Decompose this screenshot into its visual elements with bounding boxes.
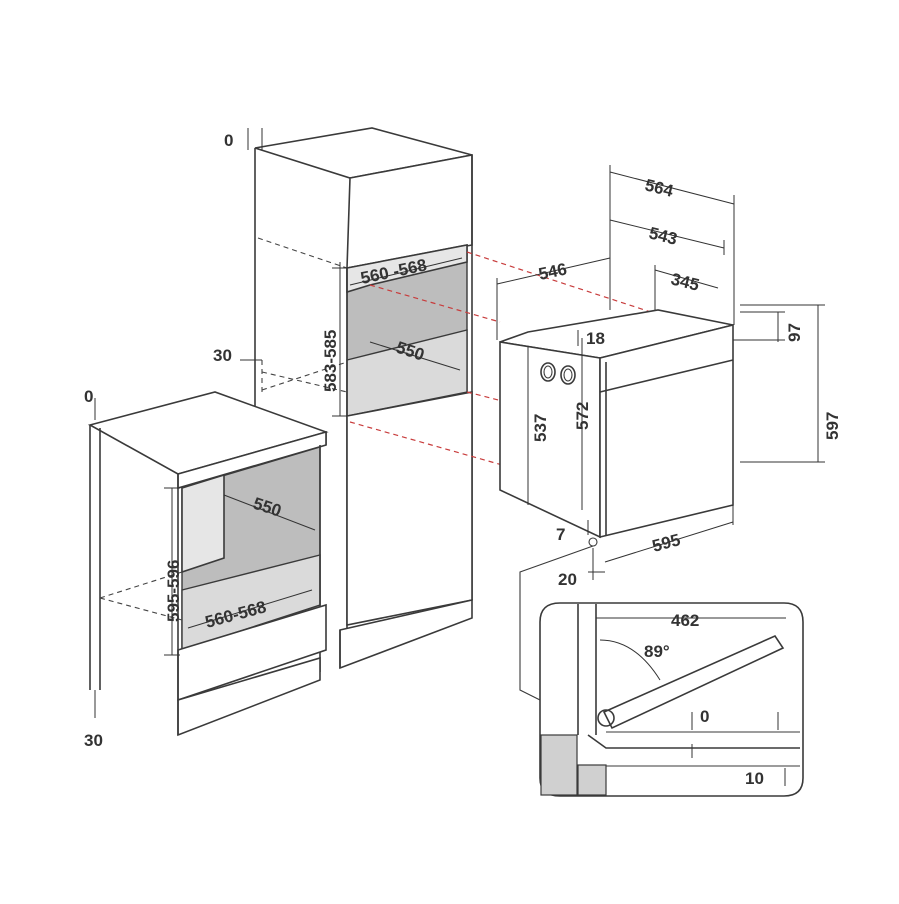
base-bottom-offset-label: 30 xyxy=(84,731,103,750)
oven-front-offset-label: 20 xyxy=(558,570,577,589)
base-niche-height-label: 595-596 xyxy=(164,560,183,622)
base-top-gap-label: 0 xyxy=(84,387,93,406)
door-detail: 462 89° 0 10 xyxy=(519,545,804,797)
oven-front-height-label: 572 xyxy=(573,402,592,430)
door-clearance-10-label: 10 xyxy=(745,769,764,788)
oven-dims: 564 543 546 345 18 97 597 537 572 7 595 … xyxy=(496,165,842,589)
tall-niche-height-label: 583-585 xyxy=(321,330,340,392)
oven-gap-18-label: 18 xyxy=(586,329,605,348)
tall-top-gap-label: 0 xyxy=(224,131,233,150)
detail-frame xyxy=(539,602,804,797)
door-length-label: 462 xyxy=(671,611,699,630)
oven-width-label: 595 xyxy=(650,530,682,556)
oven xyxy=(499,309,734,547)
oven-depth-543-label: 543 xyxy=(647,223,679,248)
base-cabinet xyxy=(87,391,329,737)
oven-total-height-label: 597 xyxy=(823,412,842,440)
door-angle-label: 89° xyxy=(644,642,670,661)
oven-total-depth-label: 564 xyxy=(643,175,676,200)
oven-body-depth-label: 546 xyxy=(537,259,569,283)
oven-body-height-label: 537 xyxy=(531,414,550,442)
oven-top-97-label: 97 xyxy=(785,323,804,342)
door-clearance-0-label: 0 xyxy=(700,707,709,726)
tall-cabinet xyxy=(254,127,473,670)
projection-lines xyxy=(349,251,661,471)
oven-gap-7-label: 7 xyxy=(556,525,565,544)
oven-depth-345-label: 345 xyxy=(669,269,701,294)
tall-side-offset-label: 30 xyxy=(213,346,232,365)
